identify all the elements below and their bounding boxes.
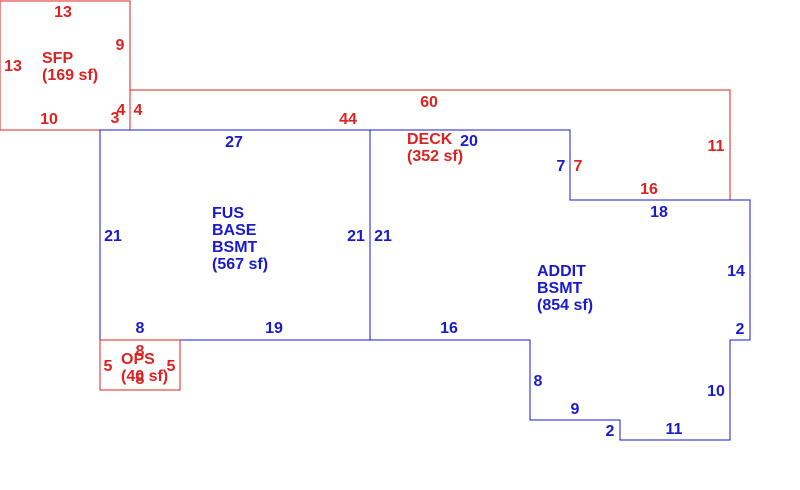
dim-deck-step-bottom: 16	[640, 181, 658, 198]
dim-ops-left: 5	[104, 358, 113, 375]
dim-ops-bottom: 8	[136, 371, 145, 388]
dim-fus-bottom-right: 19	[265, 320, 283, 337]
ops-label: OPS (40 sf)	[121, 351, 168, 385]
dim-fus-right: 21	[347, 228, 365, 245]
dim-addit-notch-bottom: 9	[571, 401, 580, 418]
dim-deck-right: 11	[708, 138, 725, 155]
dim-sfp-right: 9	[116, 37, 125, 54]
dim-addit-top-left: 20	[460, 133, 478, 150]
dim-deck-left-b: 4	[134, 102, 143, 119]
dim-fus-bottom-left: 8	[136, 320, 145, 337]
dim-addit-left: 21	[374, 228, 392, 245]
dim-addit-notch-left: 8	[534, 373, 543, 390]
dim-fus-top: 27	[225, 134, 243, 151]
dim-deck-bottom-left: 44	[339, 111, 357, 128]
dim-addit-right-lower: 10	[707, 383, 725, 400]
dim-sfp-top: 13	[54, 4, 72, 21]
dim-ops-top: 8	[136, 343, 145, 360]
dim-addit-top-right: 18	[650, 204, 668, 221]
dim-addit-right-upper: 14	[727, 263, 745, 280]
dim-sfp-left: 13	[4, 58, 22, 75]
fus-base-bsmt-label: FUS BASE BSMT (567 sf)	[212, 205, 268, 273]
dim-addit-bottom-right: 11	[666, 421, 683, 438]
dim-fus-left: 21	[104, 228, 122, 245]
dim-addit-left-step: 7	[557, 158, 566, 175]
dim-sfp-bottom-right: 3	[111, 110, 120, 127]
sfp-label: SFP (169 sf)	[42, 50, 98, 84]
dim-deck-top: 60	[420, 94, 438, 111]
dim-ops-right: 5	[167, 358, 176, 375]
dim-deck-step-left: 7	[574, 158, 583, 175]
dim-addit-bottom-left: 16	[440, 320, 458, 337]
dim-addit-right-step: 2	[736, 321, 745, 338]
addit-bsmt-outline	[370, 129, 751, 441]
dim-deck-left-a: 4	[117, 102, 126, 119]
deck-label: DECK (352 sf)	[407, 131, 463, 165]
dim-sfp-bottom: 10	[40, 111, 58, 128]
dim-addit-notch-step: 2	[606, 423, 615, 440]
addit-bsmt-label: ADDIT BSMT (854 sf)	[537, 263, 593, 314]
ops-outline	[99, 339, 181, 391]
